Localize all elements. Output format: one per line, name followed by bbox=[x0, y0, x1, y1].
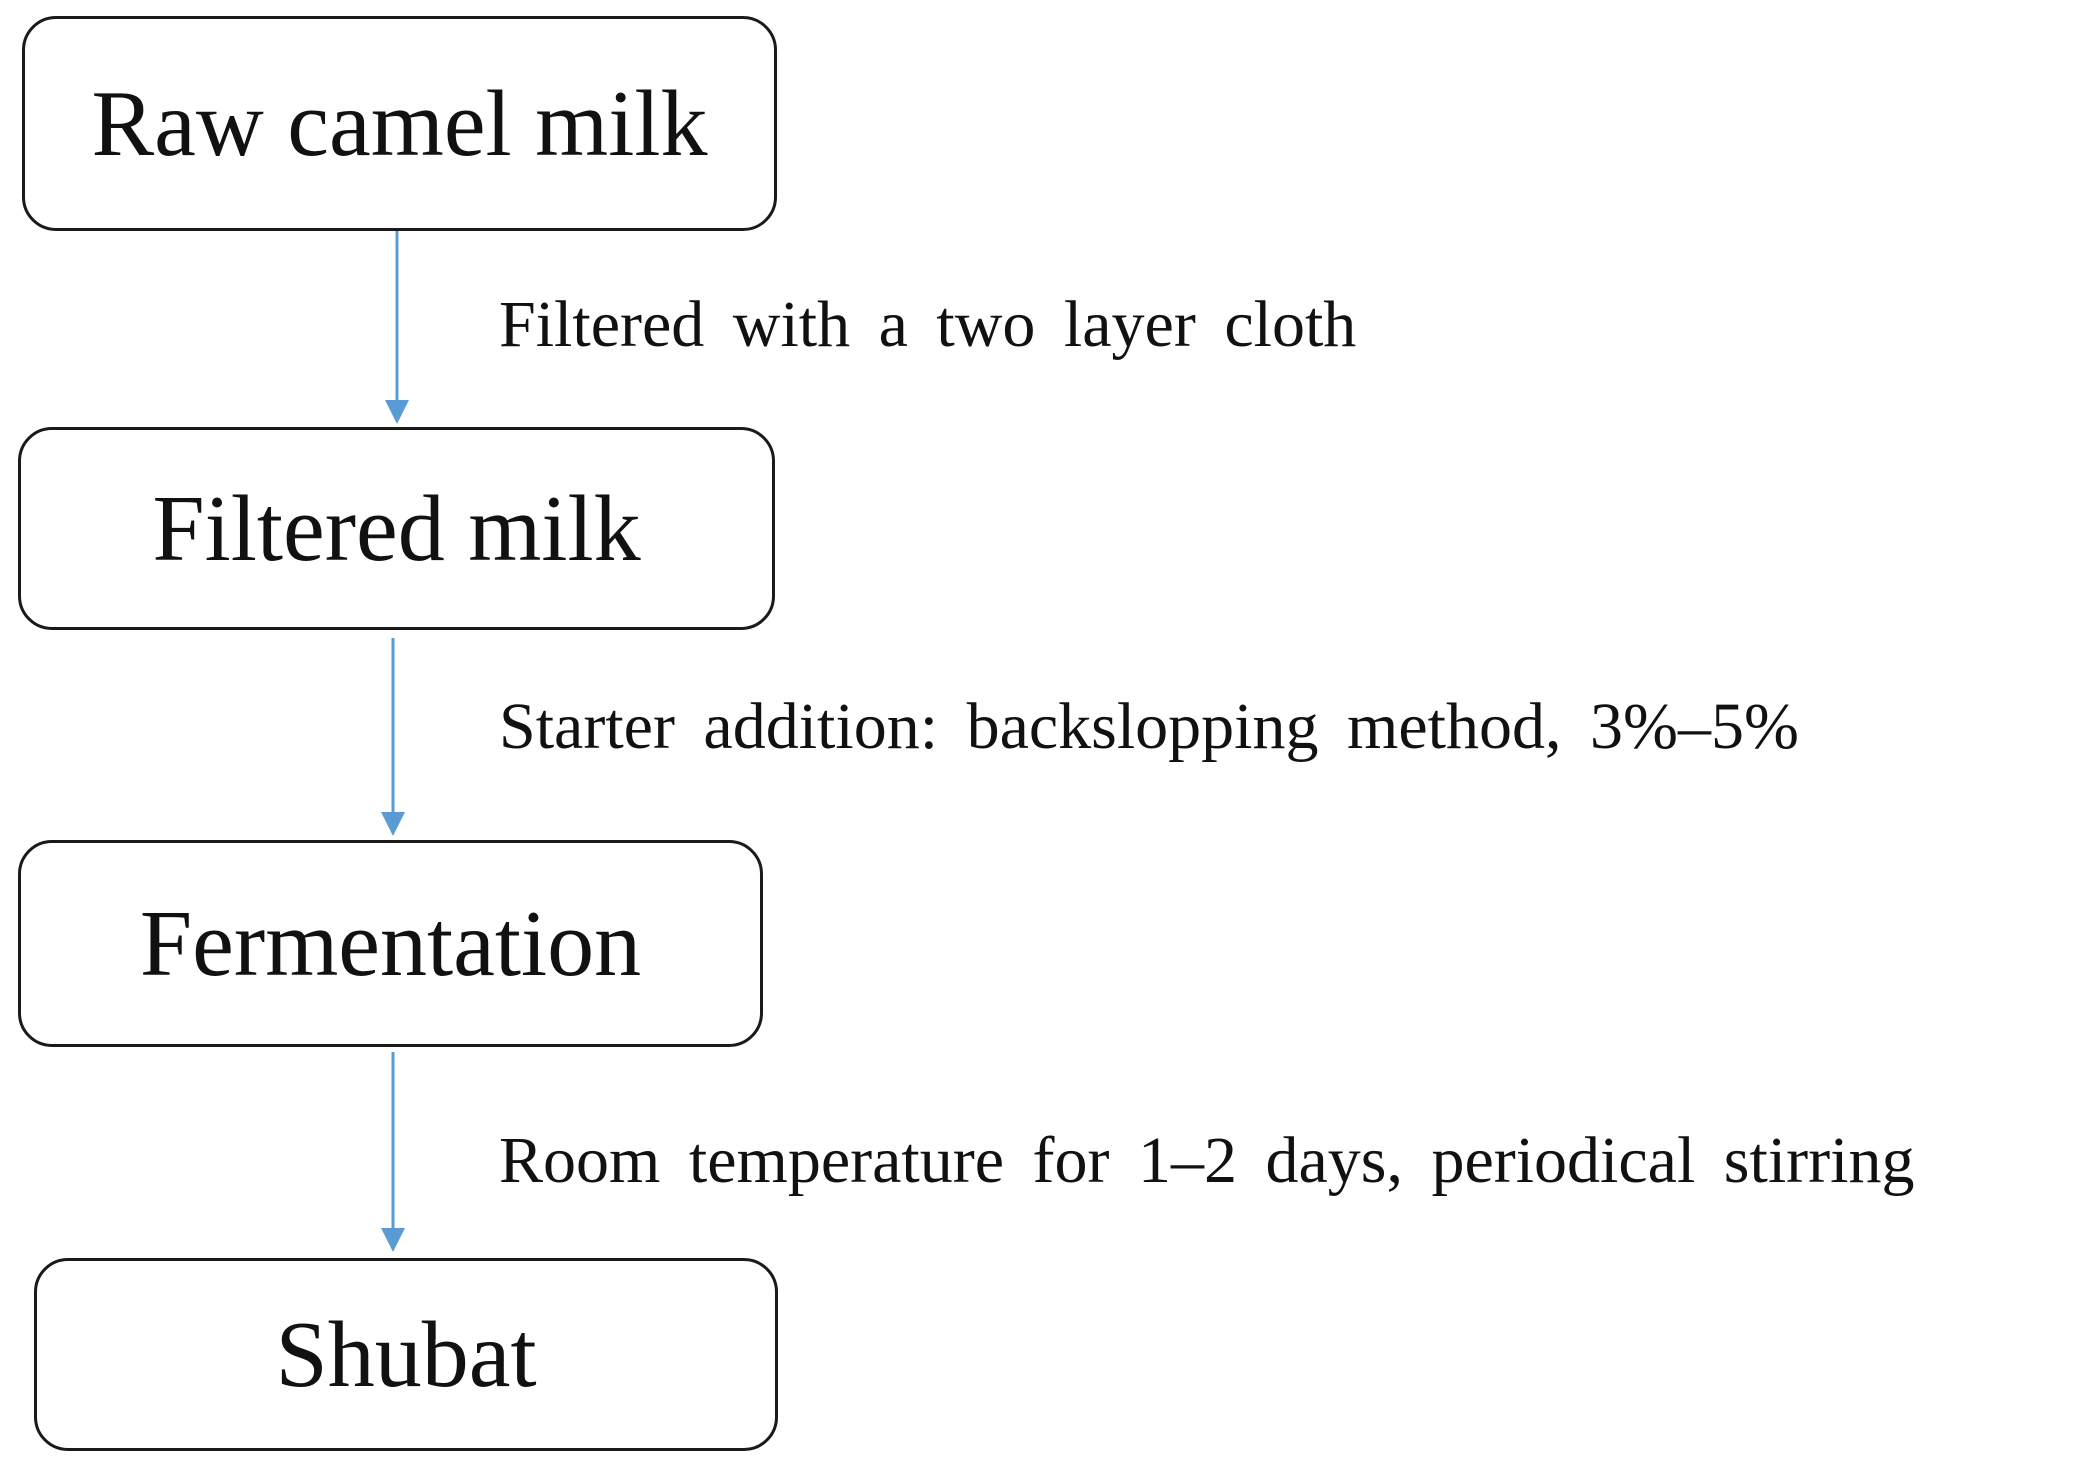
arrow-raw-to-filtered bbox=[385, 231, 409, 424]
step-label: Raw camel milk bbox=[91, 71, 708, 176]
step-label: Shubat bbox=[275, 1302, 537, 1407]
step-box-fermentation: Fermentation bbox=[18, 840, 763, 1047]
step-label: Fermentation bbox=[139, 891, 642, 996]
arrow-fermentation-to-shubat bbox=[381, 1052, 405, 1252]
transition-note-starter-addition: Starter addition: backslopping method, 3… bbox=[499, 690, 1799, 763]
arrow-filtered-to-fermentation bbox=[381, 638, 405, 836]
transition-note-fermentation-conditions: Room temperature for 1–2 days, periodica… bbox=[499, 1124, 1915, 1197]
step-box-shubat: Shubat bbox=[34, 1258, 778, 1451]
step-box-raw-camel-milk: Raw camel milk bbox=[22, 16, 777, 231]
transition-note-filtering: Filtered with a two layer cloth bbox=[499, 288, 1357, 361]
step-box-filtered-milk: Filtered milk bbox=[18, 427, 775, 630]
step-label: Filtered milk bbox=[152, 476, 641, 581]
